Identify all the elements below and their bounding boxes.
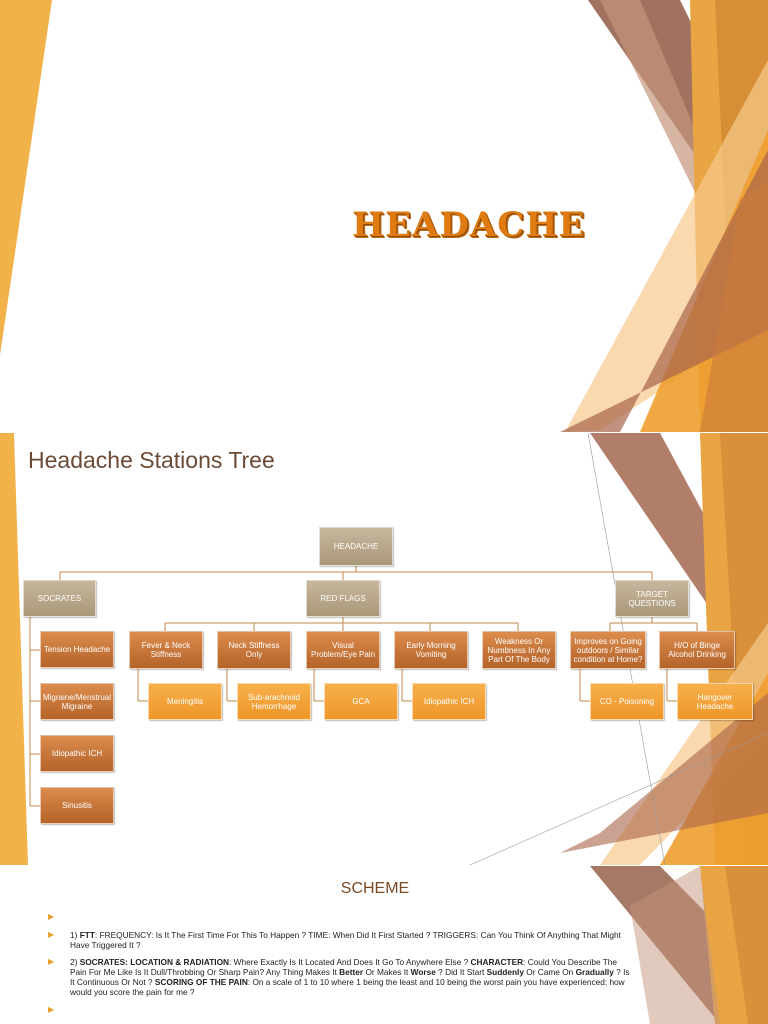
diagnosis-gca: GCA xyxy=(324,683,398,720)
scheme-item-ftt: 1) FTT: FREQUENCY: Is It The First Time … xyxy=(70,930,621,950)
redflag-neck-stiffness-only: Neck Stiffness Only xyxy=(217,631,291,669)
slide-decoration xyxy=(0,0,768,432)
slide-title: Headache Stations Tree xyxy=(28,447,275,473)
redflag-fever-neck-stiffness: Fever & Neck Stiffness xyxy=(129,631,203,669)
diagnosis-meningitis: Meningitis xyxy=(148,683,222,720)
redflag-early-morning-vomiting: Early Morning Vomiting xyxy=(394,631,468,669)
redflag-visual-problem: Visual Problem/Eye Pain xyxy=(306,631,380,669)
redflag-weakness-numbness: Weakness Or Numbness In Any Part Of The … xyxy=(482,631,556,669)
bullet-icon: ▶ xyxy=(48,930,55,939)
slide-title: SCHEME xyxy=(340,880,410,897)
tree-root-headache: HEADACHE xyxy=(319,527,393,566)
title-slide: HEADACHE xyxy=(0,0,768,432)
socrates-sinusitis: Sinusitis xyxy=(40,787,114,824)
tree-connectors xyxy=(29,566,698,807)
bullet-icon: ▶ xyxy=(48,957,55,966)
headache-tree-slide: Headache Stations Tree xyxy=(0,433,768,865)
scheme-slide: SCHEME ▶ ▶ ▶ ▶ 1) FTT: FREQUENCY: Is It … xyxy=(0,866,768,1024)
socrates-idiopathic-ich: Idiopathic ICH xyxy=(40,735,114,772)
scheme-item-socrates: 2) SOCRATES: LOCATION & RADIATION: Where… xyxy=(70,957,630,997)
diagnosis-sah: Sub-arachnoid Hemorrhage xyxy=(237,683,311,720)
target-improves-outdoors: Improves on Going outdoors / Similar con… xyxy=(570,631,646,669)
socrates-tension-headache: Tension Headache xyxy=(40,631,114,668)
diagnosis-idiopathic-ich: Idiopathic ICH xyxy=(412,683,486,720)
diagnosis-hangover-headache: Hangover Headache xyxy=(677,683,753,720)
bullet-icon: ▶ xyxy=(48,1005,55,1014)
socrates-migraine: Migraine/Menstrual Migraine xyxy=(40,683,114,720)
branch-target-questions: TARGET QUESTIONS xyxy=(615,580,689,617)
target-binge-alcohol: H/O of Binge Alcohol Drinking xyxy=(659,631,735,669)
slide-decoration xyxy=(590,866,768,1024)
branch-red-flags: RED FLAGS xyxy=(306,580,380,617)
branch-socrates: SOCRATES xyxy=(23,580,96,617)
diagnosis-co-poisoning: CO - Poisoning xyxy=(590,683,664,720)
bullet-icon: ▶ xyxy=(48,912,55,921)
presentation-title: HEADACHE xyxy=(352,205,586,245)
